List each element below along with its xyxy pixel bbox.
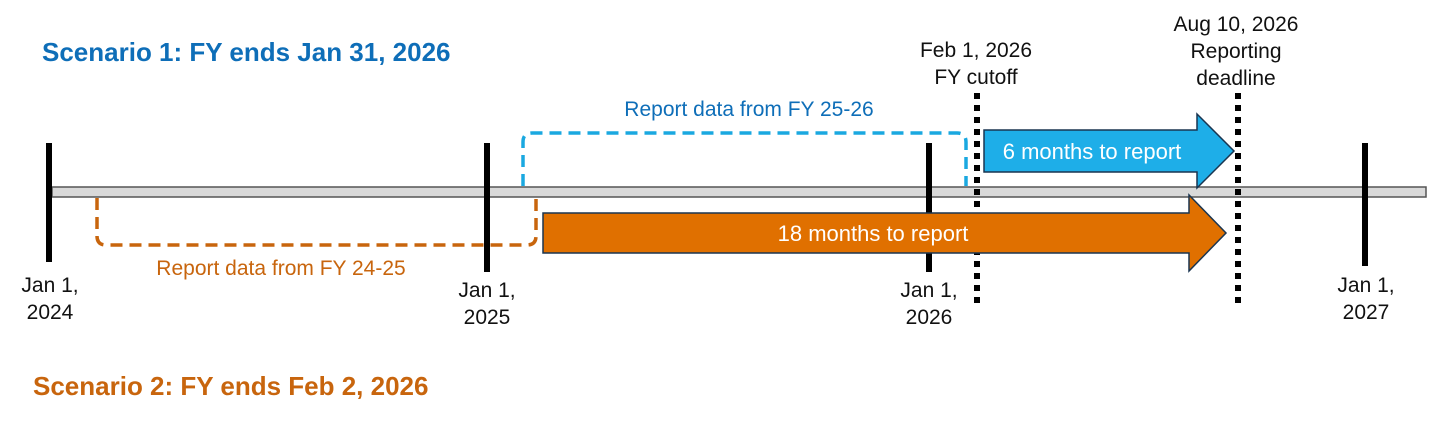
fy-25-26-label: Report data from FY 25-26: [624, 98, 873, 121]
fy-24-25-bracket: [95, 198, 538, 247]
tick-2026-label-2: 2026: [906, 306, 953, 329]
fy-24-25-label: Report data from FY 24-25: [156, 257, 405, 280]
six-months-label: 6 months to report: [1003, 139, 1182, 164]
tick-2027-label-1: Jan 1,: [1337, 274, 1394, 297]
tick-2026-label-1: Jan 1,: [900, 279, 957, 302]
tick-2024-label-2: 2024: [27, 301, 74, 324]
fy-25-26-bracket: [521, 131, 968, 186]
eighteen-months-label: 18 months to report: [778, 221, 969, 246]
cutoff-caption: FY cutoff: [934, 66, 1017, 89]
tick-2025-label-2: 2025: [464, 306, 511, 329]
deadline-date-label: Aug 10, 2026: [1174, 13, 1299, 36]
tick-2025-label-1: Jan 1,: [458, 279, 515, 302]
six-months-arrow: [983, 112, 1236, 190]
scenario-2-title: Scenario 2: FY ends Feb 2, 2026: [33, 371, 428, 401]
scenario-1-title: Scenario 1: FY ends Jan 31, 2026: [42, 37, 451, 67]
tick-2027-label-2: 2027: [1343, 301, 1390, 324]
tick-2024-label-1: Jan 1,: [21, 274, 78, 297]
eighteen-months-arrow: [542, 193, 1228, 273]
deadline-caption-1: Reporting: [1190, 40, 1281, 63]
deadline-caption-2: deadline: [1196, 67, 1275, 90]
timeline-axis: [51, 186, 1427, 198]
cutoff-date-label: Feb 1, 2026: [920, 39, 1032, 62]
